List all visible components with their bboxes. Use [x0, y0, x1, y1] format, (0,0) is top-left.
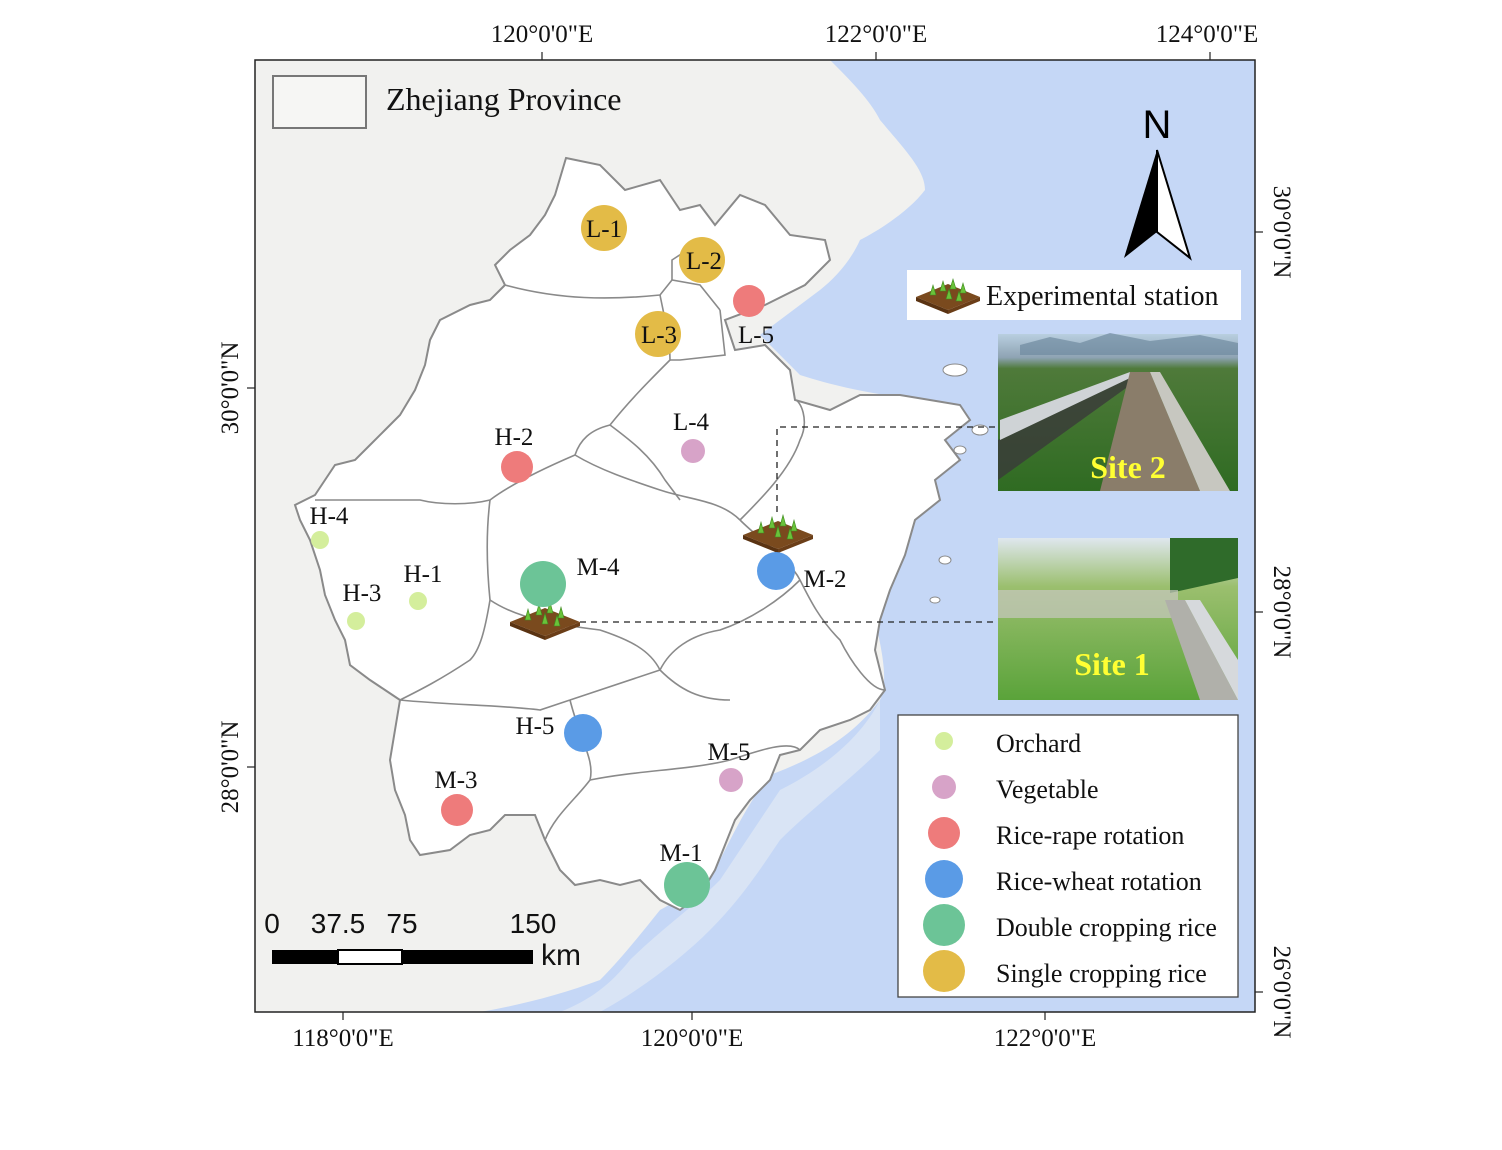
site-label-L-1: L-1 [586, 216, 622, 243]
site-marker-H-4 [311, 531, 329, 549]
north-arrow-right-half [1156, 149, 1192, 261]
site-label-L-2: L-2 [686, 248, 722, 275]
site-marker-L-2 [679, 237, 725, 283]
site-marker-H-5 [564, 714, 602, 752]
map-frame [254, 59, 1256, 1013]
site-label-H-3: H-3 [343, 580, 382, 607]
legend-rice-rape-label: Rice-rape rotation [996, 821, 1184, 850]
coord-left-1: 30°0'0"N [217, 342, 244, 435]
coord-top-3: 124°0'0"E [1156, 21, 1258, 48]
site-2-label: Site 2 [1090, 449, 1166, 485]
site-1-label: Site 1 [1074, 646, 1150, 682]
site-label-M-4: M-4 [576, 554, 620, 581]
photo-site-1: Site 1 [998, 538, 1238, 700]
scale-tick-0: 0 [264, 908, 280, 939]
photo-site-2: Site 2 [998, 333, 1238, 491]
station-marker-2 [510, 600, 580, 640]
scale-bar: 0 37.5 75 150 km [264, 908, 581, 972]
site-label-L-4: L-4 [673, 409, 710, 436]
scale-tick-150: 150 [510, 908, 557, 939]
legend-single-rice-swatch [923, 950, 965, 992]
crop-legend-box [897, 714, 1239, 998]
coord-bottom-3: 122°0'0"E [994, 1025, 1096, 1052]
map-canvas [255, 60, 1255, 1012]
site-marker-L-1 [581, 205, 627, 251]
station-legend-icon [916, 277, 980, 314]
site-label-L-5: L-5 [738, 322, 774, 349]
scale-segment-3 [402, 950, 533, 964]
legend-single-rice-label: Single cropping rice [996, 959, 1207, 988]
scale-tick-75: 75 [386, 908, 417, 939]
site-marker-M-4 [520, 561, 566, 607]
site-label-M-2: M-2 [803, 566, 846, 593]
legend-vegetable-swatch [932, 775, 956, 799]
north-arrow-label: N [1143, 103, 1172, 147]
site-label-H-2: H-2 [495, 424, 534, 451]
site-marker-H-3 [347, 612, 365, 630]
coord-right-2: 28°0'0"N [1268, 566, 1295, 659]
coord-bottom-1: 118°0'0"E [292, 1025, 394, 1052]
leader-lines [580, 426, 998, 623]
site-label-M-5: M-5 [707, 739, 750, 766]
islands [929, 363, 989, 604]
province-legend-label: Zhejiang Province [386, 81, 621, 117]
site-label-H-5: H-5 [516, 713, 555, 740]
site-marker-H-1 [409, 592, 427, 610]
scale-tick-37-5: 37.5 [311, 908, 366, 939]
legend-rice-rape-swatch [928, 817, 960, 849]
site-label-L-3: L-3 [641, 322, 677, 349]
zhejiang-province [293, 156, 972, 912]
scale-unit: km [541, 939, 581, 972]
sampling-sites: L-1 L-2 L-3 L-5 L-4 H-2 H-4 H-1 H-3 M-4 … [310, 205, 847, 908]
site-marker-M-3 [441, 794, 473, 826]
crop-legend: Orchard Vegetable Rice-rape rotation Ric… [897, 714, 1239, 998]
province-legend-swatch [272, 75, 367, 129]
site-marker-L-4 [681, 439, 705, 463]
coord-top-2: 122°0'0"E [825, 21, 927, 48]
legend-vegetable-label: Vegetable [996, 775, 1099, 804]
legend-orchard-swatch [935, 732, 953, 750]
site-label-H-4: H-4 [310, 503, 349, 530]
site-marker-L-3 [635, 311, 681, 357]
site-label-H-1: H-1 [404, 561, 443, 588]
north-arrow-left-half [1124, 150, 1157, 258]
legend-rice-wheat-swatch [925, 860, 963, 898]
coord-bottom-2: 120°0'0"E [641, 1025, 743, 1052]
station-legend-label: Experimental station [986, 281, 1219, 312]
site-marker-H-2 [501, 451, 533, 483]
site-marker-M-2 [757, 552, 795, 590]
site-label-M-1: M-1 [659, 840, 702, 867]
coord-left-2: 28°0'0"N [217, 721, 244, 814]
coord-right-1: 30°0'0"N [1268, 186, 1295, 279]
scale-segment-1 [272, 950, 338, 964]
legend-double-rice-label: Double cropping rice [996, 913, 1217, 942]
legend-rice-wheat-label: Rice-wheat rotation [996, 867, 1202, 896]
coord-top-1: 120°0'0"E [491, 21, 593, 48]
site-label-M-3: M-3 [434, 767, 477, 794]
scale-segment-2 [337, 949, 403, 965]
legend-orchard-label: Orchard [996, 729, 1081, 758]
coord-right-3: 26°0'0"N [1268, 946, 1295, 1039]
site-marker-M-1 [664, 862, 710, 908]
coord-ticks [247, 52, 1263, 1020]
site-marker-M-5 [719, 768, 743, 792]
site-marker-L-5 [733, 285, 765, 317]
legend-double-rice-swatch [923, 904, 965, 946]
north-arrow: N [1124, 103, 1192, 261]
station-marker-1 [743, 513, 813, 553]
